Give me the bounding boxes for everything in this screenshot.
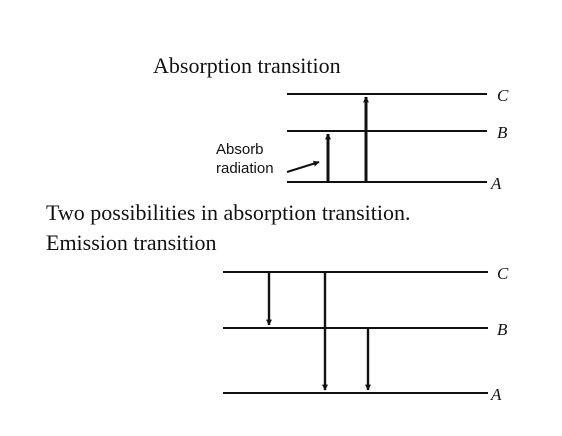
top-level-a-label: A <box>490 174 502 193</box>
bottom-level-b-label: B <box>497 320 508 339</box>
emission-title: Emission transition <box>46 230 217 255</box>
top-level-c-label: C <box>497 86 509 105</box>
bottom-level-a-label: A <box>490 385 502 404</box>
absorption-caption: Two possibilities in absorption transiti… <box>46 200 411 225</box>
absorb-radiation-pointer-arrow <box>286 160 320 173</box>
top-level-b-label: B <box>497 123 508 142</box>
absorb-radiation-label-line2: radiation <box>216 160 274 177</box>
absorb-radiation-label-line1: Absorb <box>216 141 264 158</box>
absorption-title: Absorption transition <box>153 53 341 78</box>
bottom-level-c-label: C <box>497 264 509 283</box>
